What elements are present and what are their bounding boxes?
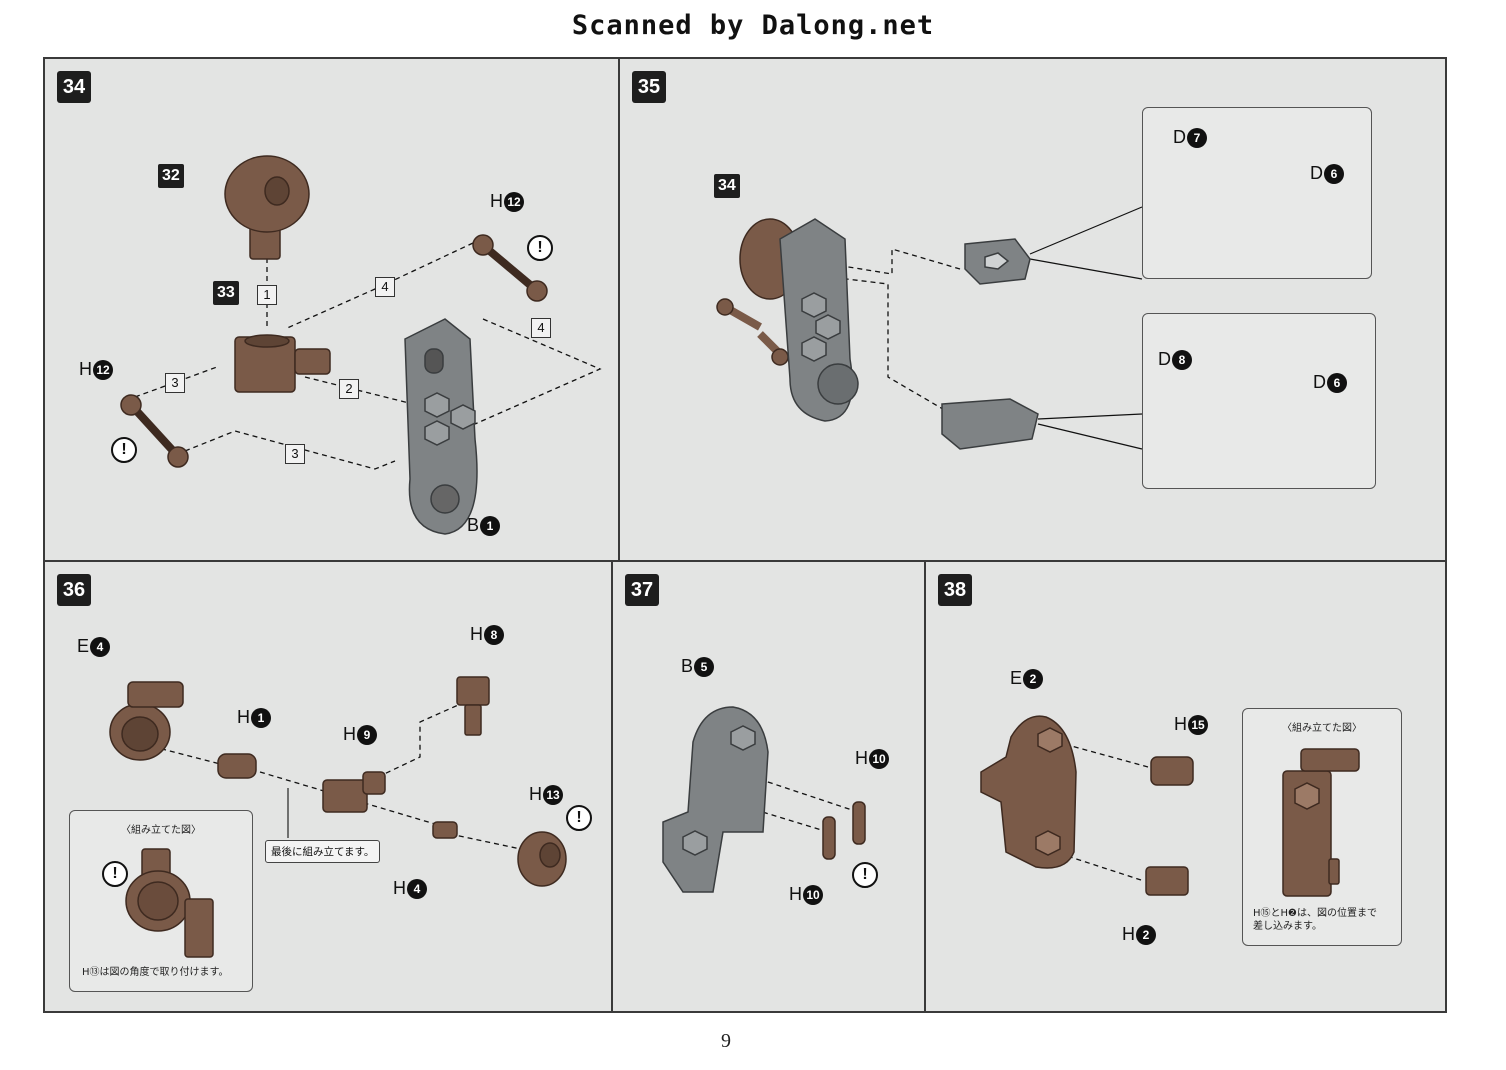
warning-icon: ! [566,805,592,831]
detail-box-d7-d6 [1142,107,1372,279]
step-34-panel: 34 [43,57,620,562]
step-34-illustration [120,155,602,535]
part-assembly-lower [941,398,1039,450]
step-38-illustration [980,715,1194,896]
order-mark: 4 [531,318,551,338]
warning-icon: ! [852,862,878,888]
part-h2 [1145,866,1189,896]
assembled-view-note: H⑬は図の角度で取り付けます。 [82,967,229,978]
part-e2 [980,715,1077,869]
part-ref-34: 34 [714,174,740,198]
order-mark: 4 [375,277,395,297]
step-number: 35 [632,71,666,103]
part-b1 [404,318,478,535]
warning-icon: ! [111,437,137,463]
step-36-panel: 36 [43,560,613,1013]
step-number: 37 [625,574,659,606]
assembled-view-note: H⑮とH❷は、図の位置まで 差し込みます。 [1253,908,1378,932]
scan-credit: Scanned by Dalong.net [571,10,935,41]
part-ref-32: 32 [158,164,184,188]
part-34-assembly [716,218,859,422]
order-mark: 1 [257,285,277,305]
part-h10-bottom [822,816,836,860]
order-mark: 3 [285,444,305,464]
step-number: 36 [57,574,91,606]
step-36-illustration [109,676,567,887]
assembled-view-title: 〈組み立てた図〉 [121,825,201,836]
part-h1 [217,753,257,779]
part-h12-left [120,394,189,468]
part-h15 [1150,756,1194,786]
part-e4 [109,681,184,761]
part-33 [234,334,331,393]
step-35-panel: 35 [618,57,1447,562]
warning-icon: ! [102,861,128,887]
assembled-view-title: 〈組み立てた図〉 [1282,723,1362,734]
assembled-view-box: 〈組み立てた図〉 ! H⑬は図の角度で取り付けます。 [69,810,253,992]
assemble-last-note: 最後に組み立てます。 [265,840,381,863]
assembled-view-box: 〈組み立てた図〉 H⑮とH❷は、図の位置まで 差し込みます。 [1242,708,1402,946]
part-h13 [517,831,567,887]
page-number: 9 [721,1030,731,1052]
part-h12-top [472,234,548,302]
part-ref-33: 33 [213,281,239,305]
step-number: 34 [57,71,91,103]
part-h9 [322,771,386,813]
assembled-view-illustration [1282,748,1360,897]
step-37-illustration [662,706,866,893]
part-h10-top [852,801,866,845]
order-mark: 2 [339,379,359,399]
part-assembly-upper [964,238,1031,285]
order-mark: 3 [165,373,185,393]
step-number: 38 [938,574,972,606]
part-b5 [662,706,769,893]
detail-box-d8-d6 [1142,313,1376,489]
part-h8 [456,676,490,736]
assembled-view-illustration [125,848,214,958]
part-h4 [432,821,458,839]
warning-icon: ! [527,235,553,261]
part-32 [224,155,310,260]
